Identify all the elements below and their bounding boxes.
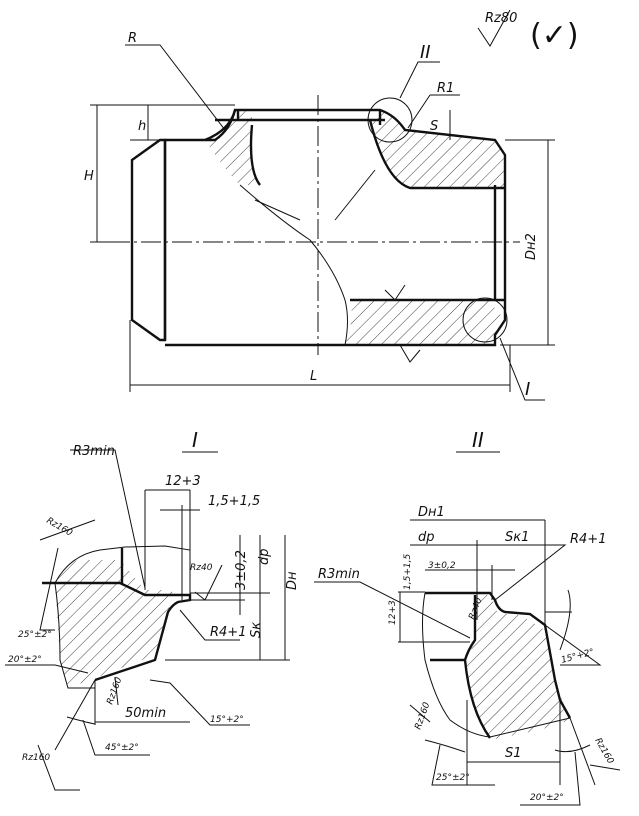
svg-text:15°+2°: 15°+2° [560,648,595,666]
section-bottom [345,300,505,345]
svg-text:25°±2°: 25°±2° [18,630,52,640]
svg-text:II: II [472,428,484,452]
svg-text:20°±2°: 20°±2° [530,793,564,803]
svg-text:3±0,2: 3±0,2 [234,550,249,590]
svg-text:50min: 50min [125,706,166,721]
svg-text:(✓): (✓) [530,18,579,53]
svg-text:Rz160: Rz160 [592,737,615,767]
svg-text:15°+2°: 15°+2° [210,715,244,725]
left-chamfer [130,138,167,342]
svg-text:R4+1: R4+1 [570,532,606,547]
svg-text:S1: S1 [505,746,522,761]
svg-text:h: h [138,119,146,134]
detail-II: II Dн1 dр Sк1 R4+1 3±0,2 1,5+1,5 R3min 1… [314,428,621,806]
svg-text:R3min: R3min [73,444,115,459]
svg-text:1,5+1,5: 1,5+1,5 [208,494,260,509]
svg-text:II: II [420,42,431,63]
detail-I: I R3min 12+3 1,5+1,5 3±0,2 dр Dн Sк Rz40… [5,428,300,791]
svg-text:H: H [84,169,94,184]
svg-text:dр: dр [257,548,272,565]
svg-text:L: L [310,369,317,384]
svg-text:Sк1: Sк1 [505,530,529,545]
svg-text:Dн1: Dн1 [418,505,445,520]
section-top-left [205,110,260,185]
svg-text:Sк: Sк [249,622,264,638]
svg-text:S: S [430,119,438,134]
svg-text:1,5+1,5: 1,5+1,5 [403,554,413,590]
svg-text:Rz160: Rz160 [105,676,124,706]
svg-text:R: R [128,31,137,46]
svg-text:45°±2°: 45°±2° [105,743,139,753]
svg-text:Rz160: Rz160 [22,753,50,763]
svg-text:I: I [192,428,198,452]
svg-text:12+3: 12+3 [388,600,398,625]
svg-text:Rz40: Rz40 [190,563,213,573]
svg-text:20°±2°: 20°±2° [8,655,42,665]
svg-text:R3min: R3min [318,567,360,582]
svg-text:Dн2: Dн2 [524,233,539,260]
svg-text:Rz160: Rz160 [413,701,432,731]
svg-text:dр: dр [418,530,435,545]
svg-text:Rz160: Rz160 [45,516,75,539]
svg-text:R4+1: R4+1 [210,625,246,640]
svg-text:I: I [525,379,530,400]
main-view: H h R II R1 S Dн2 I L [84,31,555,401]
general-roughness-symbol: Rz80 (✓) [477,9,579,53]
svg-text:25°±2°: 25°±2° [436,773,470,783]
svg-text:Rz80: Rz80 [485,11,517,26]
svg-text:Dн: Dн [285,571,300,590]
svg-text:R1: R1 [437,81,454,96]
svg-text:12+3: 12+3 [165,474,201,489]
svg-text:3±0,2: 3±0,2 [428,561,456,571]
section-top-right [370,110,505,188]
